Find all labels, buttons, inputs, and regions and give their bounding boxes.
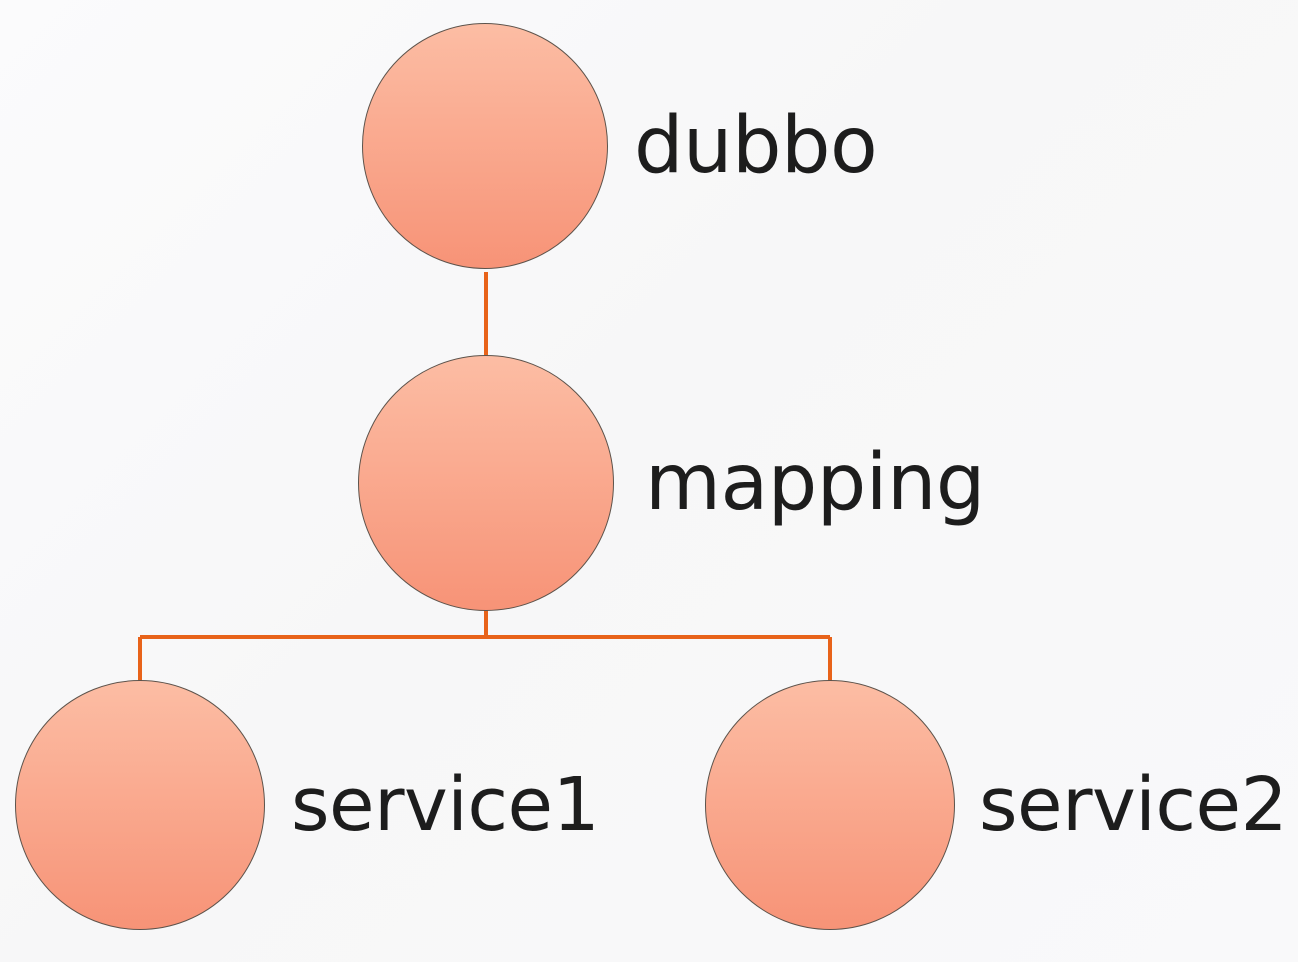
node-label-service1: service1 [291,762,600,848]
node-dubbo[interactable] [362,23,608,269]
node-label-mapping: mapping [645,438,985,528]
node-mapping[interactable] [358,355,614,611]
node-label-dubbo: dubbo [634,101,878,191]
node-service2[interactable] [705,680,955,930]
node-service1[interactable] [15,680,265,930]
node-label-service2: service2 [979,762,1288,848]
